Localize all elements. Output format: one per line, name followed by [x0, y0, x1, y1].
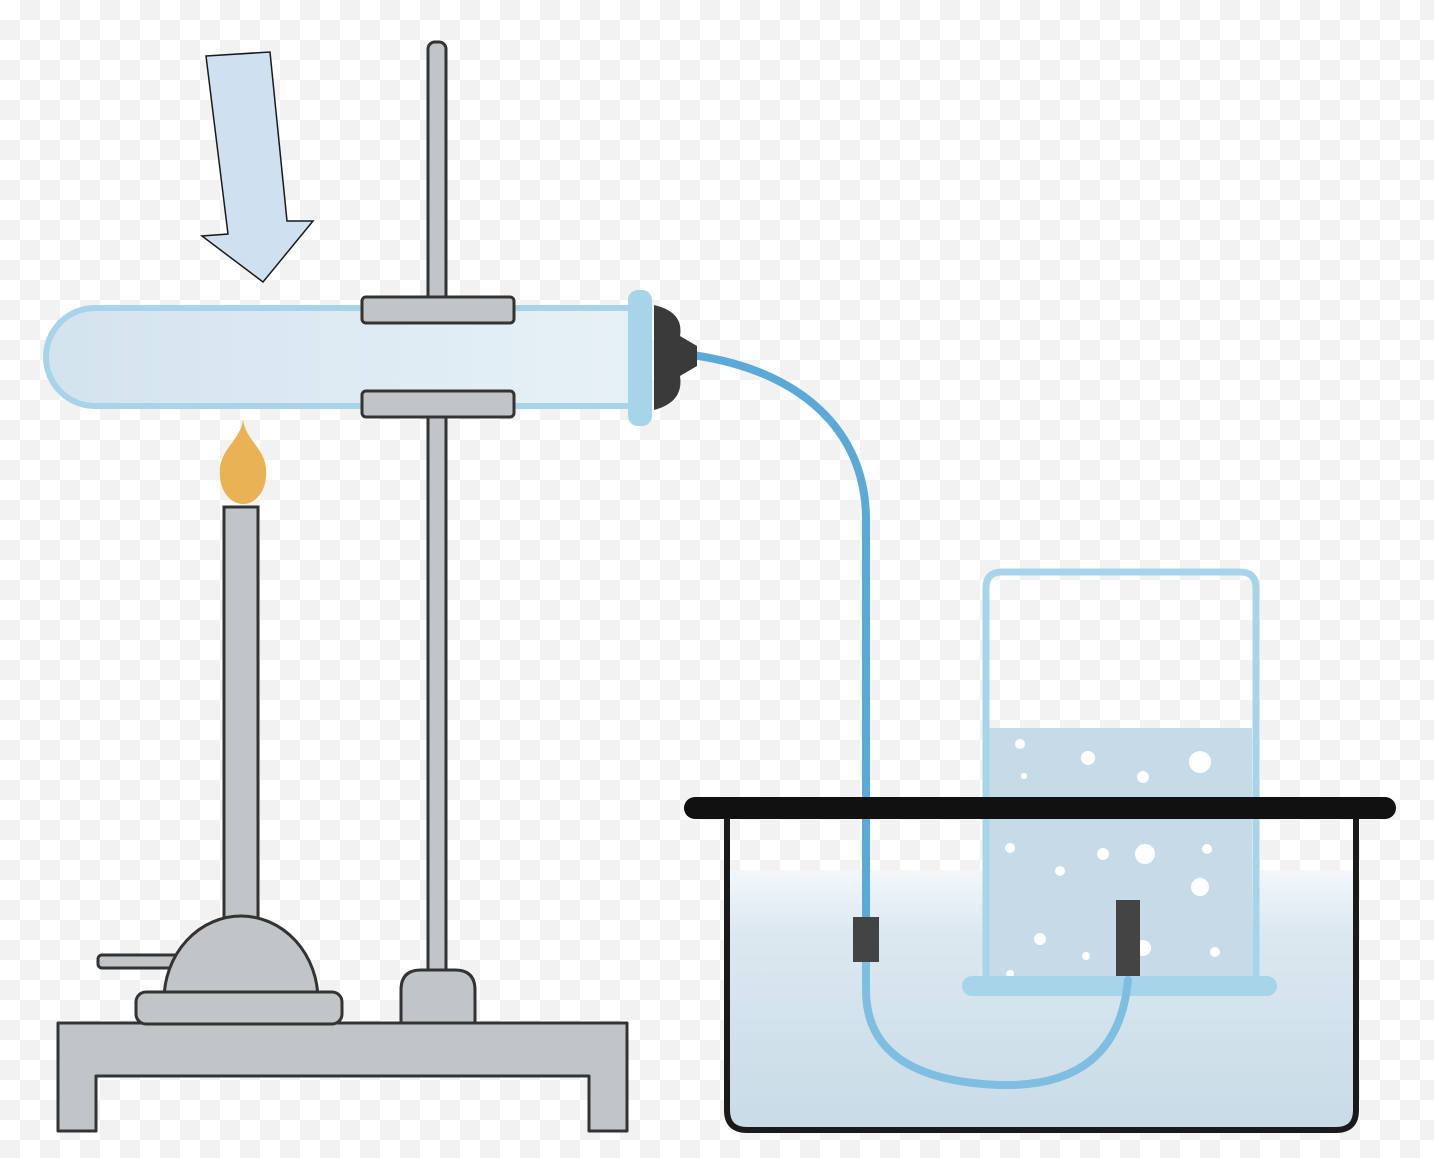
retort-stand-base: [56, 1021, 629, 1133]
beehive-shelf: [962, 900, 1277, 996]
retort-stand: [399, 40, 477, 1025]
trough: [684, 797, 1396, 1133]
test-tube: [43, 290, 652, 426]
tube-connector: [853, 917, 879, 962]
gas-inlet: [96, 953, 180, 970]
arrow-pointer: [199, 51, 315, 284]
flame: [219, 420, 267, 504]
test-tube-lip: [628, 290, 652, 426]
clamp: [360, 295, 516, 419]
rubber-stopper: [654, 305, 697, 410]
gas-jar: [982, 568, 1260, 982]
delivery-tube: [688, 351, 1132, 1090]
bunsen-burner: [96, 505, 344, 1026]
